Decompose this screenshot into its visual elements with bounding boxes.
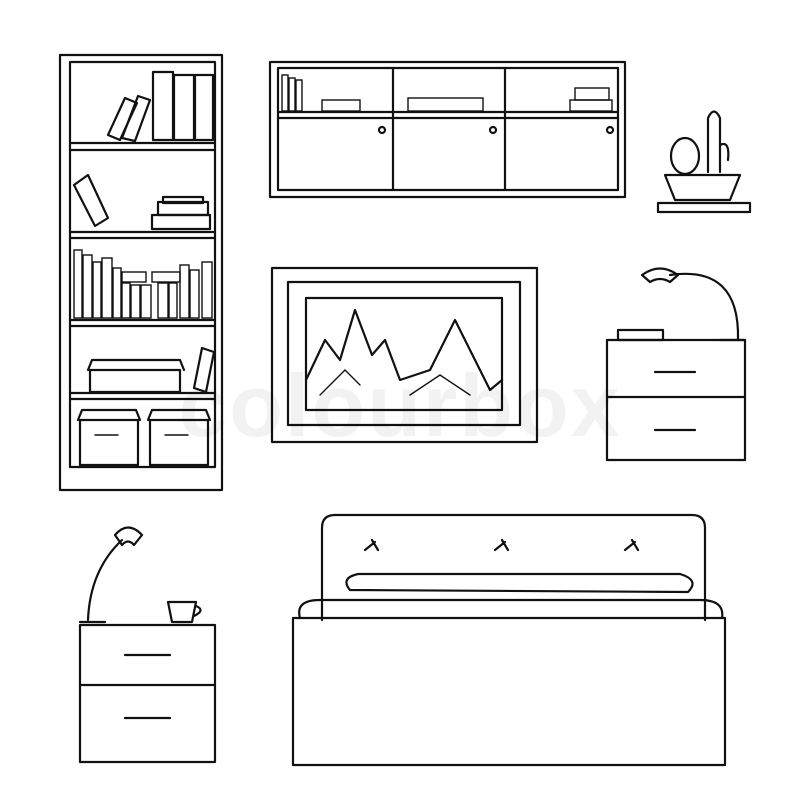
- wall-cabinet: [268, 60, 627, 199]
- bookshelf: [58, 53, 224, 492]
- bed: [291, 513, 727, 767]
- watermark: colourbox: [178, 356, 622, 455]
- cactus-plant-shelf: [656, 110, 752, 214]
- framed-picture: [270, 266, 539, 444]
- left-nightstand: [78, 526, 217, 764]
- right-nightstand: [605, 267, 747, 462]
